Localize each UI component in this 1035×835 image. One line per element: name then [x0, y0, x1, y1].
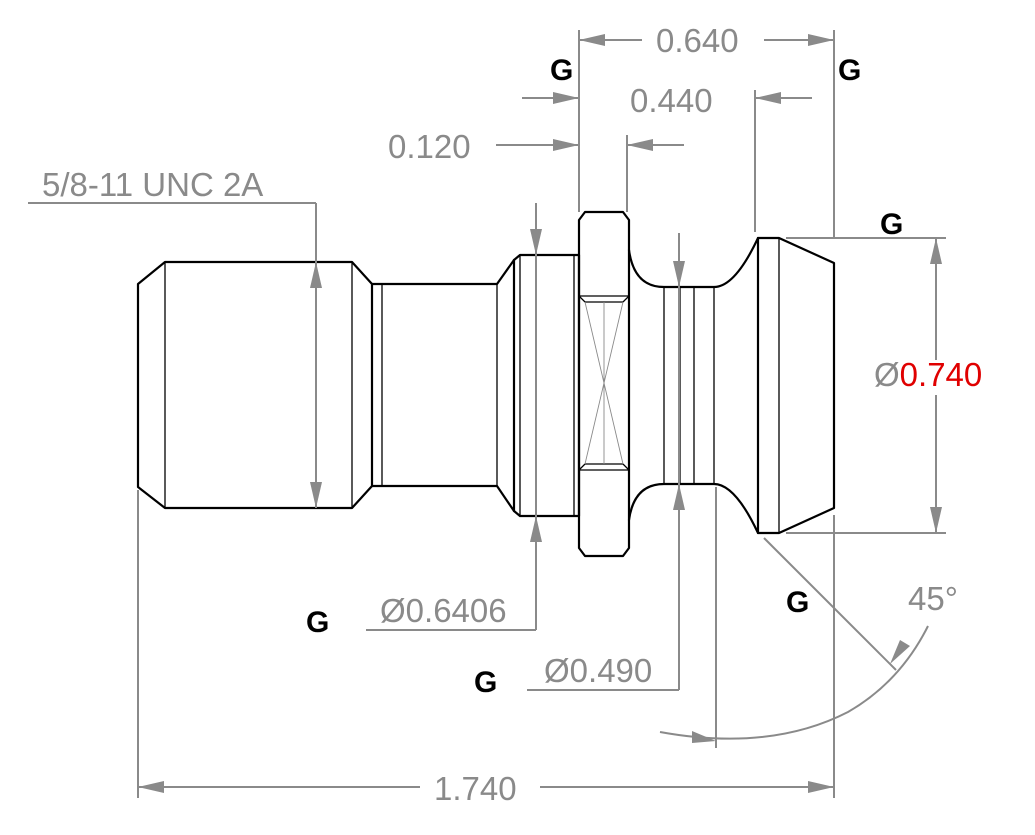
- pilot-diameter-value: 0.6406: [406, 592, 507, 629]
- pilot-section: [512, 253, 581, 518]
- head-diameter-label: Ø0.740: [874, 356, 982, 393]
- gauge-marker: G: [880, 208, 903, 241]
- head-length-label: 0.640: [656, 22, 739, 59]
- diameter-symbol: Ø: [380, 592, 406, 629]
- hex-flat-lines: [584, 301, 624, 465]
- diameter-symbol: Ø: [874, 356, 900, 393]
- gauge-marker: G: [306, 606, 329, 639]
- overall-length-label: 1.740: [434, 770, 517, 807]
- neck-diameter-label: Ø0.490: [544, 652, 652, 689]
- gauge-length-label: 0.440: [630, 82, 713, 119]
- hex-edge-curve: [578, 463, 630, 471]
- thread-spec-label: 5/8-11 UNC 2A: [42, 166, 263, 203]
- pilot-diameter-label: Ø0.6406: [380, 592, 507, 629]
- dimension-lines: [28, 30, 946, 798]
- hex-flange: [577, 210, 631, 558]
- hex-edge-curve: [578, 295, 630, 303]
- gauge-marker: G: [786, 586, 809, 619]
- head-angle-label: 45°: [908, 580, 958, 617]
- flange-thickness-label: 0.120: [388, 128, 471, 165]
- head-diameter-value: 0.740: [900, 356, 983, 393]
- thread-section: [136, 260, 374, 510]
- head-section: [756, 236, 836, 535]
- diameter-symbol: Ø: [544, 652, 570, 689]
- shank-section: [370, 258, 516, 513]
- neck-section: [627, 236, 760, 535]
- dimension-labels: 5/8-11 UNC 2A 0.640 0.440 0.120 Ø0.6406 …: [42, 22, 982, 807]
- gauge-marker: G: [838, 54, 861, 87]
- pull-stud-outline: [136, 210, 836, 558]
- neck-diameter-value: 0.490: [570, 652, 653, 689]
- gauge-markers: G G G G G G: [306, 54, 903, 699]
- gauge-marker: G: [474, 666, 497, 699]
- gauge-marker: G: [550, 54, 573, 87]
